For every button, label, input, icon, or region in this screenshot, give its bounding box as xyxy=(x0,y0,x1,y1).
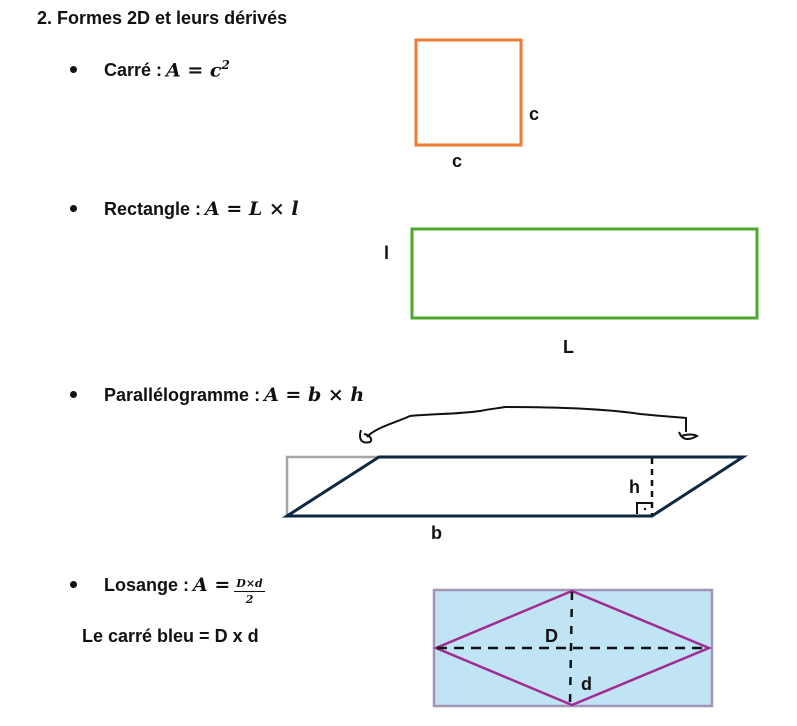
bullet-dot xyxy=(70,581,77,588)
right-angle-dot xyxy=(643,507,647,511)
parallelogram-shape xyxy=(281,455,749,518)
rectangle-side-label-left: l xyxy=(384,243,390,263)
rhombus-shape xyxy=(432,589,713,707)
bullet-dot xyxy=(70,205,77,212)
carre-formula-base: A = c xyxy=(166,59,222,82)
bullet-dot xyxy=(70,391,77,398)
hand-drawn-arrow-icon xyxy=(366,405,687,438)
rhombus-diagonal-d xyxy=(568,591,574,705)
bullet-rectangle: Rectangle : A = L × l xyxy=(70,198,299,220)
bullet-losange: Losange : A = D×d 2 xyxy=(70,574,265,610)
bullet-parallelogramme: Parallélogramme : A = b × h xyxy=(70,384,364,406)
losange-formula-fraction: D×d 2 xyxy=(234,577,265,606)
parallelogramme-formula: A = b × h xyxy=(264,384,365,406)
bullet-dot xyxy=(70,66,77,74)
rectangle-side-label-bottom: L xyxy=(563,337,574,357)
losange-note: Le carré bleu = D x d xyxy=(82,626,259,646)
rhombus-label-d: d xyxy=(581,674,592,694)
arrow-start-scribble-icon xyxy=(359,429,373,444)
carre-formula-exponent: 2 xyxy=(221,58,230,72)
square-shape xyxy=(414,38,523,147)
carre-label: Carré : xyxy=(104,60,163,81)
parallelogram-helper-lines xyxy=(285,455,379,516)
right-angle-marker xyxy=(636,502,652,514)
section-title: 2. Formes 2D et leurs dérivés xyxy=(37,8,288,28)
rhombus-label-D: D xyxy=(545,626,558,646)
bullet-carre: Carré : A = c2 xyxy=(70,58,230,81)
parallelogramme-label: Parallélogramme : xyxy=(104,385,261,405)
fraction-denominator: 2 xyxy=(245,593,254,606)
arrow-head-icon xyxy=(678,431,699,441)
square-side-label-right: c xyxy=(529,104,540,124)
rectangle-formula: A = L × l xyxy=(205,198,299,220)
rectangle-label: Rectangle : xyxy=(104,199,202,219)
parallelogram-height-label: h xyxy=(629,477,640,497)
losange-formula-prefix: A = xyxy=(193,574,231,596)
parallelogram-base-label: b xyxy=(431,523,442,543)
rectangle-shape xyxy=(410,227,759,320)
losange-label: Losange : xyxy=(104,575,190,595)
carre-formula: A = c2 xyxy=(166,58,230,81)
fraction-numerator: D×d xyxy=(234,577,265,592)
square-side-label-bottom: c xyxy=(452,151,463,171)
